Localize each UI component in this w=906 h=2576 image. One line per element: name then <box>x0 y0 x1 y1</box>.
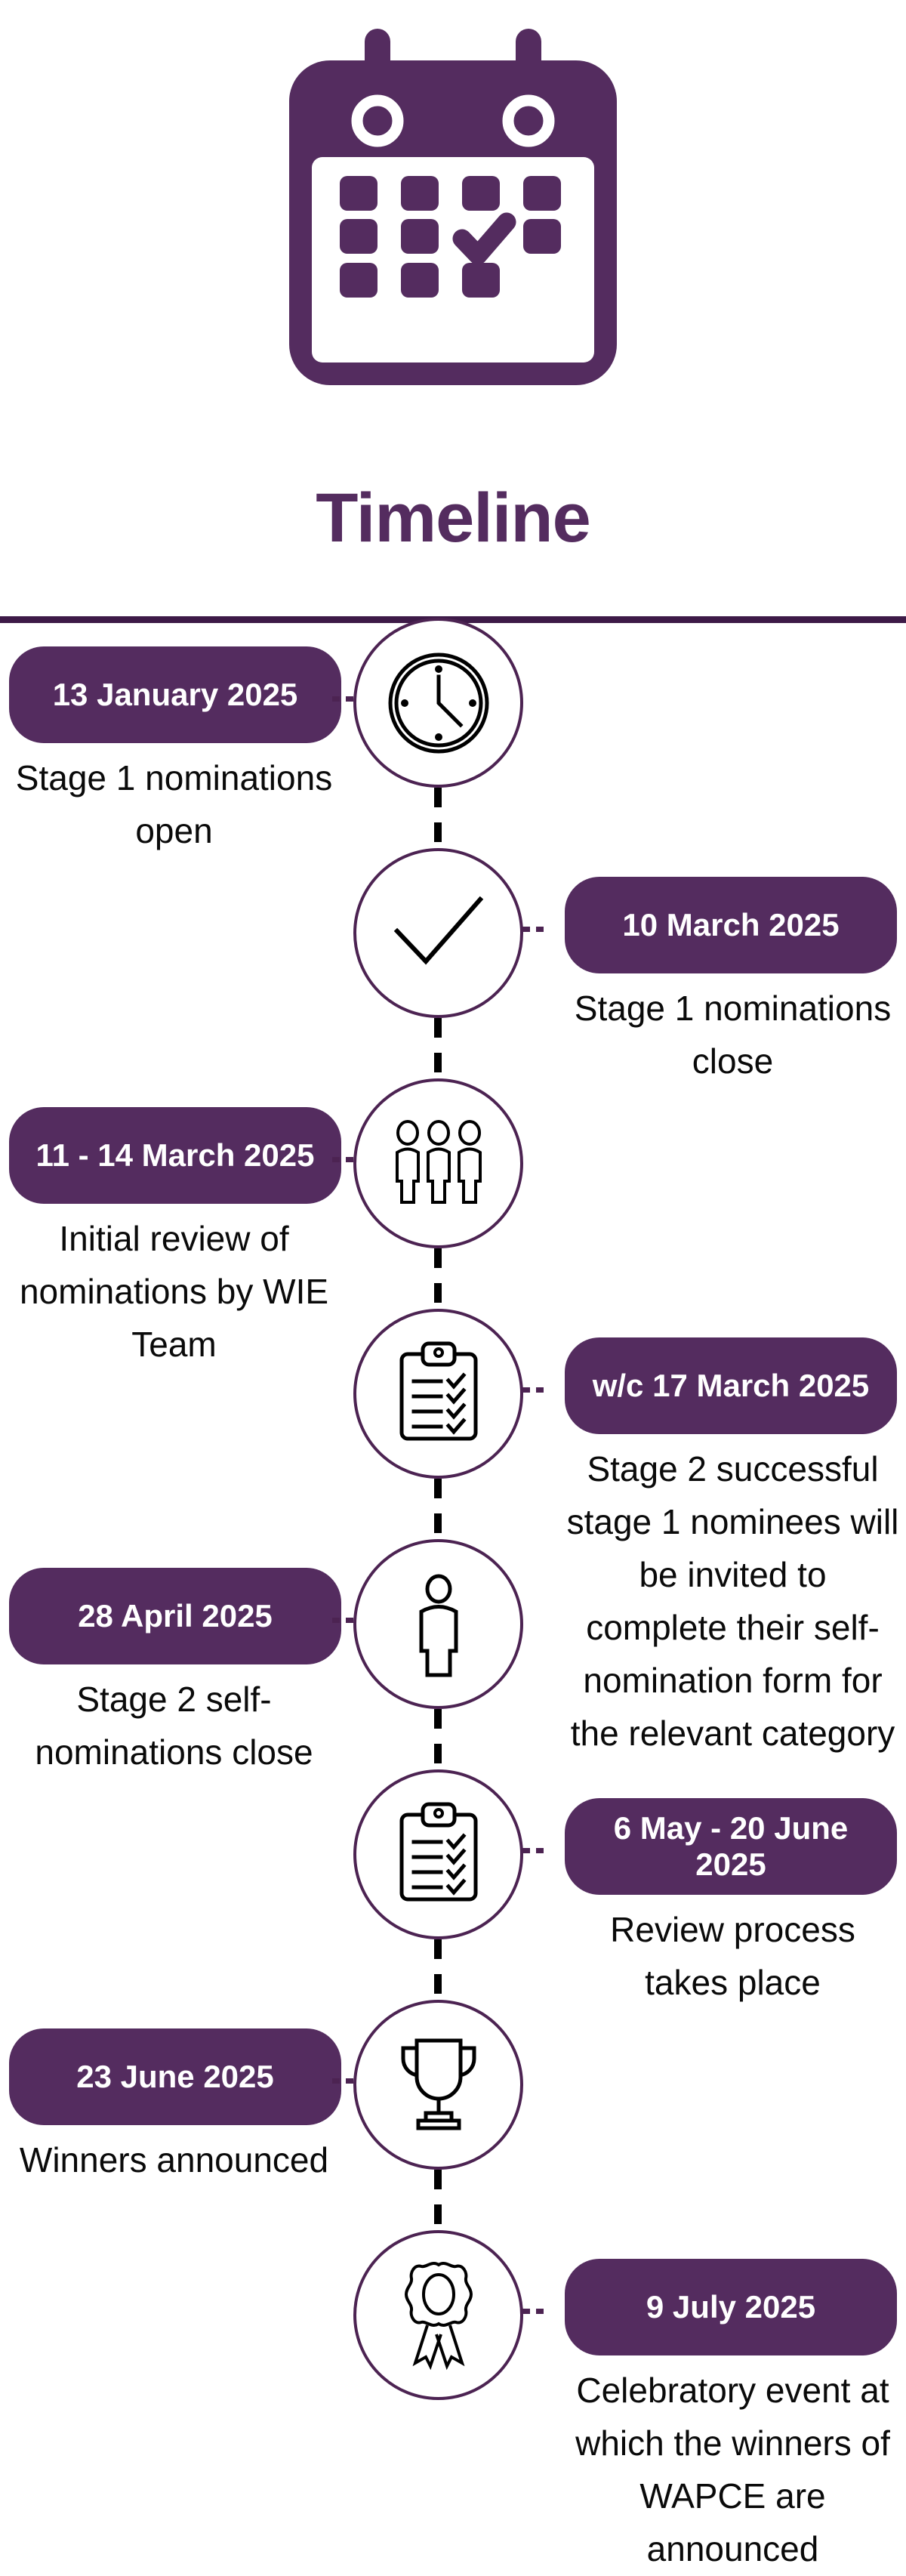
trophy-icon <box>400 2038 476 2130</box>
timeline-node[interactable] <box>353 1078 523 1248</box>
three-people-icon <box>395 1119 482 1204</box>
timeline-date-badge[interactable]: 13 January 2025 <box>9 646 341 743</box>
timeline-date-badge[interactable]: 11 - 14 March 2025 <box>9 1107 341 1204</box>
timeline-event: 10 March 2025 Stage 1 nominations close <box>0 848 906 1081</box>
timeline-event: 6 May - 20 June 2025 Review p <box>0 1769 906 2002</box>
timeline-node[interactable] <box>353 2000 523 2170</box>
timeline-event: 28 April 2025 Stage 2 self-nominations c… <box>0 1539 906 1772</box>
timeline-description: Celebratory event at which the winners o… <box>575 2371 890 2568</box>
clipboard-checklist-icon <box>399 1341 477 1440</box>
person-icon <box>419 1574 458 1677</box>
calendar-check-icon <box>289 29 617 385</box>
timeline-description: Stage 2 self-nominations close <box>35 1680 313 1772</box>
rosette-award-icon <box>404 2261 473 2370</box>
connector-stub <box>332 2078 358 2084</box>
timeline-node[interactable] <box>353 618 523 788</box>
timeline-node[interactable] <box>353 2230 523 2400</box>
timeline-connector <box>434 2170 442 2230</box>
timeline-description: Stage 1 nominations close <box>574 989 892 1081</box>
timeline: 13 January 2025 Stage 1 nominations open… <box>0 618 906 2568</box>
timeline-event: 23 June 2025 Winners announced <box>0 2000 906 2230</box>
timeline-node[interactable] <box>353 848 523 1018</box>
timeline-description: Initial review of nominations by WIE Tea… <box>19 1219 329 1364</box>
calendar-icon-wrap <box>0 21 906 452</box>
clipboard-checklist-icon <box>399 1802 477 1901</box>
timeline-node[interactable] <box>353 1539 523 1709</box>
connector-stub <box>332 1157 358 1162</box>
connector-stub <box>522 1387 548 1393</box>
connector-stub <box>332 1618 358 1623</box>
timeline-connector <box>434 1939 442 2000</box>
timeline-date-badge[interactable]: 23 June 2025 <box>9 2028 341 2125</box>
timeline-date-badge[interactable]: 6 May - 20 June 2025 <box>565 1798 897 1895</box>
timeline-description: Winners announced <box>19 2140 329 2180</box>
connector-stub <box>522 1848 548 1853</box>
timeline-event: 9 July 2025 Celebratory event at which t… <box>0 2230 906 2568</box>
checkmark-icon <box>393 896 483 964</box>
timeline-date-badge[interactable]: 9 July 2025 <box>565 2259 897 2355</box>
connector-stub <box>332 696 358 702</box>
timeline-node[interactable] <box>353 1309 523 1479</box>
timeline-connector <box>434 1018 442 1078</box>
header: Timeline <box>0 0 906 623</box>
connector-stub <box>522 2309 548 2314</box>
timeline-date-badge[interactable]: w/c 17 March 2025 <box>565 1337 897 1434</box>
clock-icon <box>388 652 488 753</box>
timeline-description: Review process takes place <box>610 1910 855 2002</box>
timeline-description: Stage 1 nominations open <box>15 758 333 850</box>
timeline-connector <box>434 788 442 848</box>
timeline-date-badge[interactable]: 28 April 2025 <box>9 1568 341 1664</box>
timeline-connector <box>434 1479 442 1539</box>
timeline-event: w/c 17 March 2025 Stage 2 suc <box>0 1309 906 1753</box>
timeline-node[interactable] <box>353 1769 523 1939</box>
timeline-event: 11 - 14 March 2025 Initial review of nom… <box>0 1078 906 1364</box>
connector-stub <box>522 927 548 932</box>
timeline-event: 13 January 2025 Stage 1 nominations open <box>0 618 906 850</box>
timeline-date-badge[interactable]: 10 March 2025 <box>565 877 897 973</box>
page-title: Timeline <box>316 480 591 557</box>
timeline-connector <box>434 1709 442 1769</box>
timeline-connector <box>434 1248 442 1309</box>
timeline-description: Stage 2 successful stage 1 nominees will… <box>566 1449 899 1753</box>
